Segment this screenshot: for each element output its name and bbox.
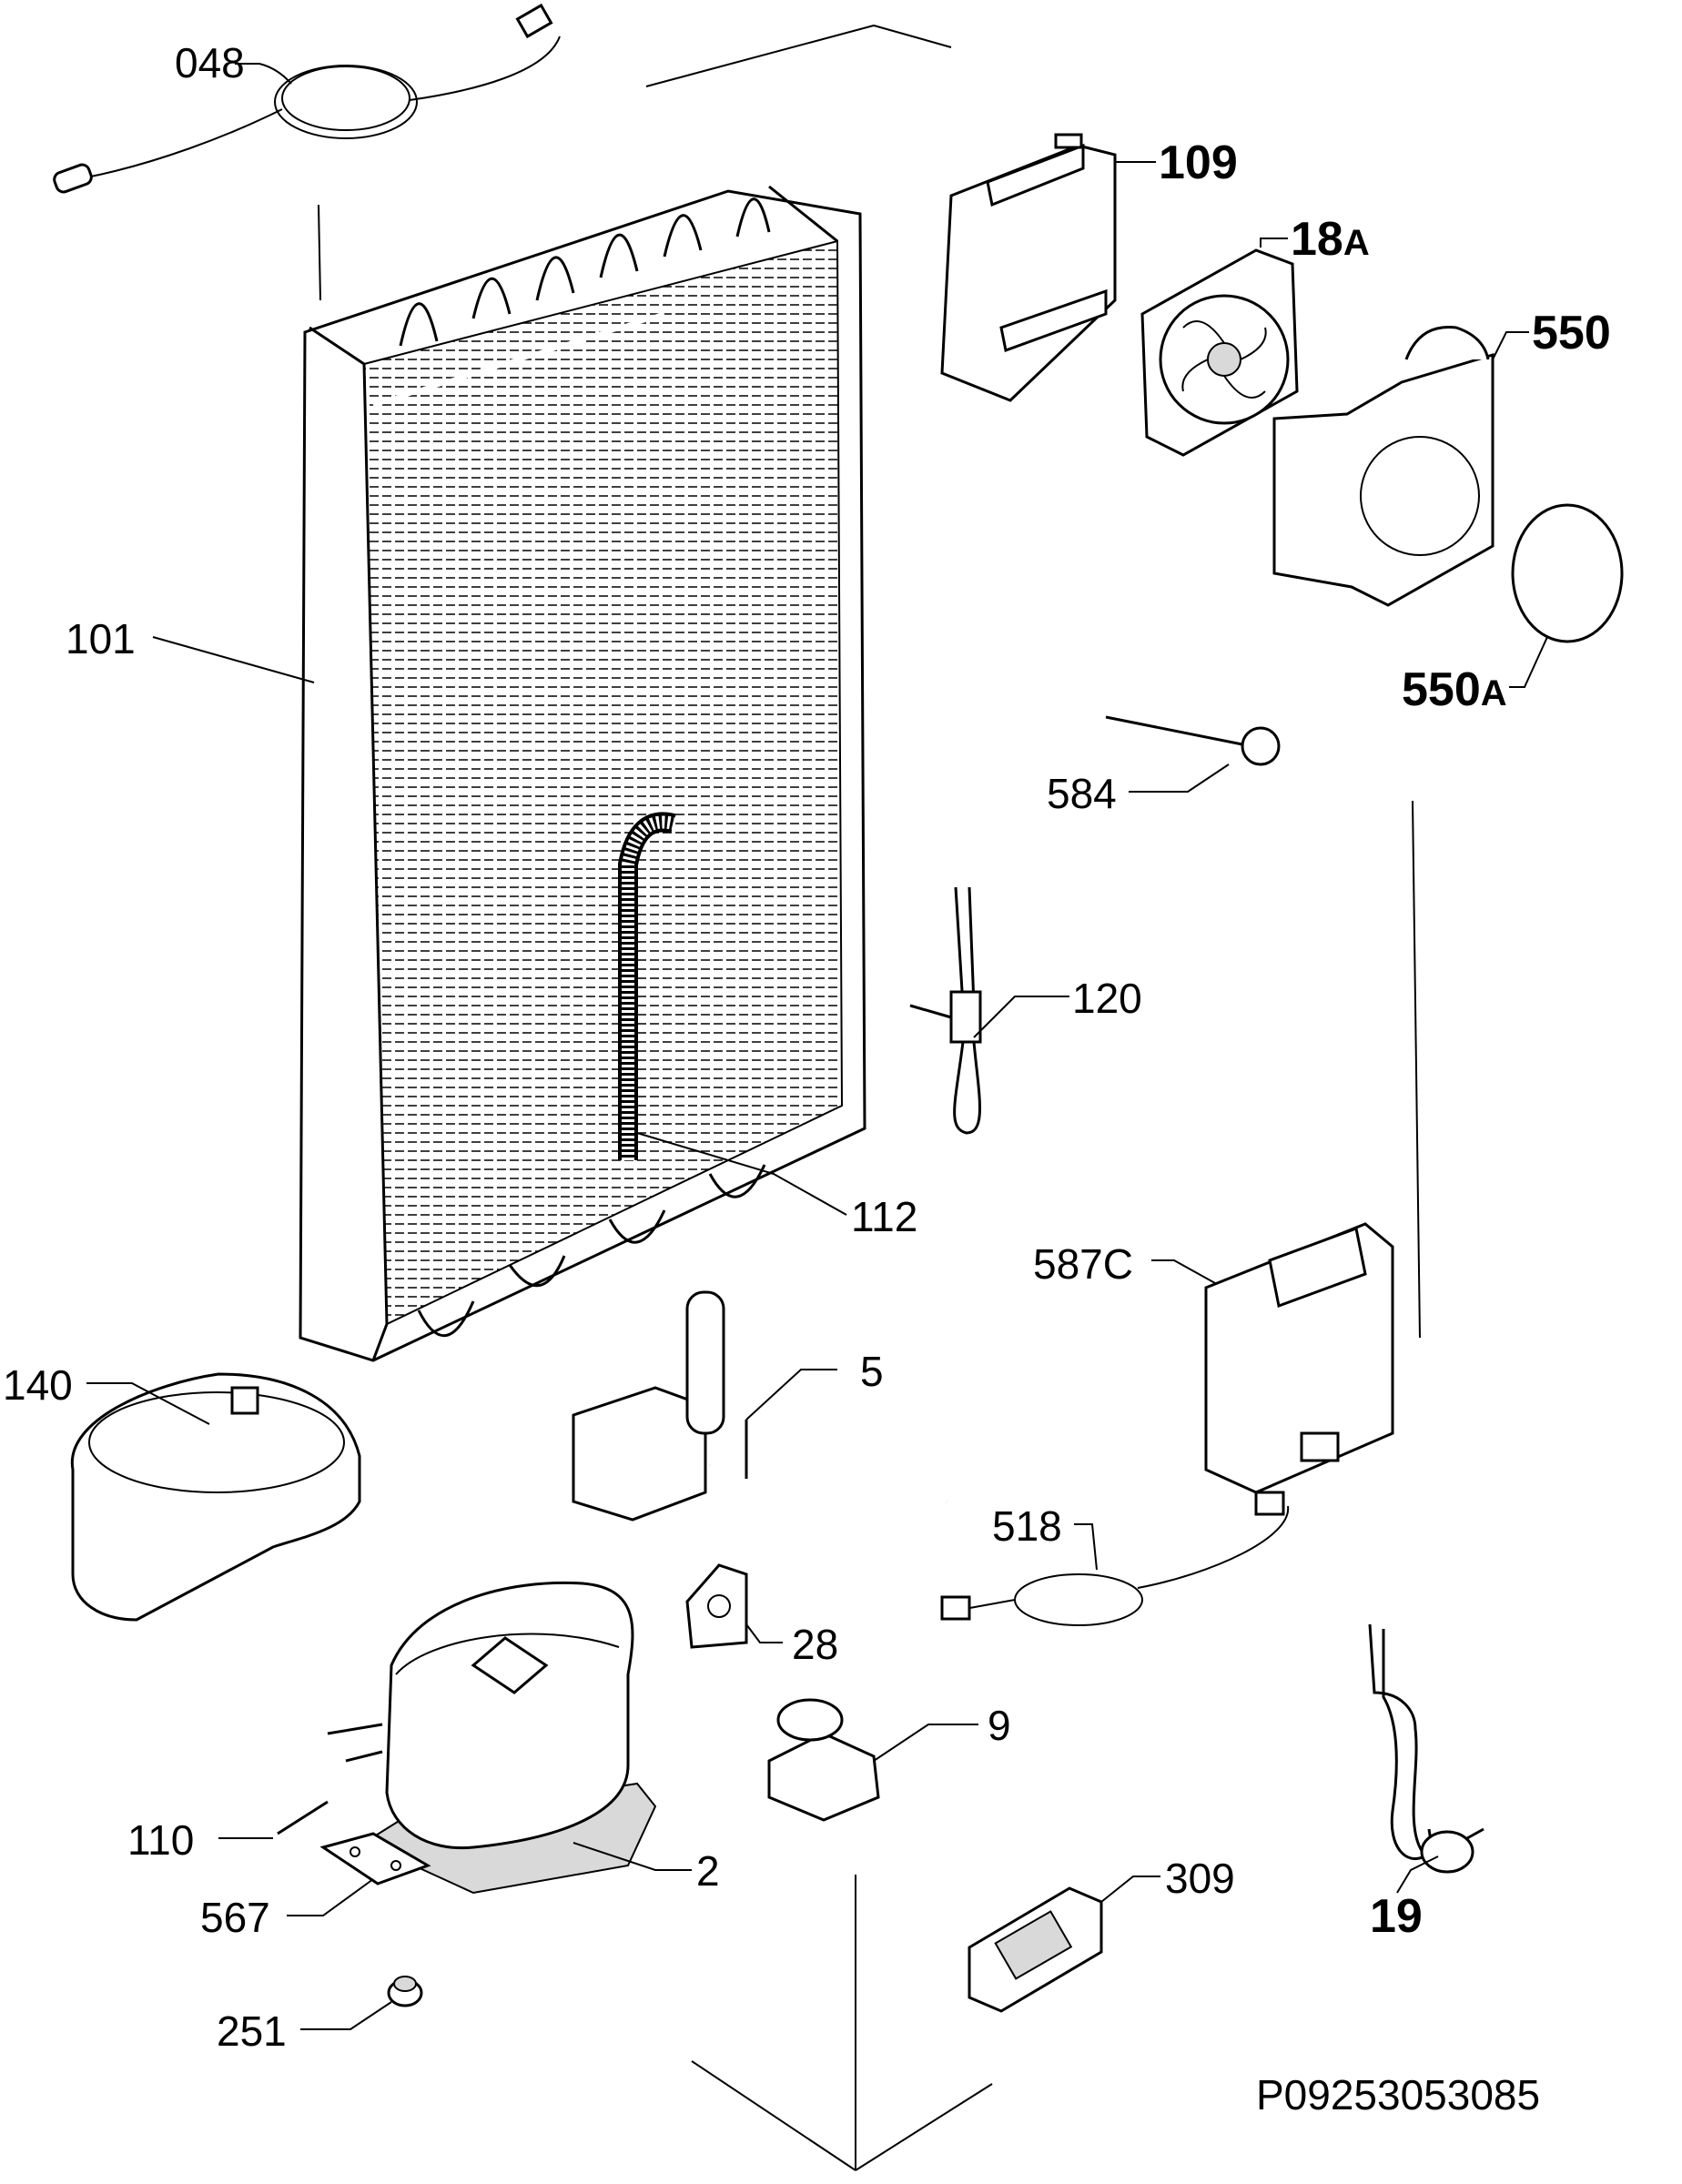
fan-housing-part — [940, 133, 1117, 402]
drip-tray-part — [70, 1372, 361, 1622]
harness-cable-part — [940, 1491, 1290, 1626]
cabinet-outline — [318, 25, 1421, 2171]
plate-part — [319, 1832, 431, 1886]
tube-part — [277, 1800, 329, 1835]
label-112: 112 — [851, 1193, 917, 1240]
compressor-part — [327, 1581, 657, 1895]
power-cord-part — [1368, 1623, 1484, 1874]
bracket-part — [767, 1698, 880, 1822]
label-18a: 18A — [1291, 213, 1370, 266]
part-labels: 048 109 18A 550 550A 101 584 120 112 587… — [3, 39, 1611, 2118]
label-518: 518 — [992, 1502, 1062, 1550]
label-110: 110 — [127, 1816, 194, 1864]
module-part — [968, 1886, 1103, 2013]
label-048: 048 — [175, 39, 245, 86]
label-28: 28 — [792, 1621, 838, 1668]
clip-part — [685, 1563, 748, 1649]
capillary-part — [909, 886, 982, 1135]
sensor-cable-part — [53, 3, 561, 194]
label-109: 109 — [1159, 136, 1238, 189]
leader-lines — [86, 63, 1548, 2030]
label-9: 9 — [988, 1702, 1011, 1749]
control-box-part — [1204, 1222, 1394, 1494]
label-2: 2 — [696, 1847, 720, 1895]
label-550: 550 — [1532, 307, 1611, 359]
label-550a: 550A — [1402, 663, 1507, 716]
label-567: 567 — [200, 1894, 270, 1941]
valve-part — [572, 1290, 947, 1522]
cover-part — [1272, 325, 1495, 607]
label-101: 101 — [66, 615, 136, 662]
label-309: 309 — [1165, 1855, 1235, 1902]
fan-part — [1140, 248, 1299, 457]
cover-disc-part — [1511, 503, 1624, 643]
label-587c: 587C — [1033, 1240, 1133, 1288]
grommet-part — [387, 1976, 423, 2007]
label-251: 251 — [217, 2007, 287, 2055]
condenser-part — [299, 185, 866, 1362]
label-5: 5 — [860, 1348, 884, 1395]
label-120: 120 — [1072, 975, 1142, 1022]
label-584: 584 — [1047, 770, 1117, 817]
label-19: 19 — [1370, 1890, 1423, 1943]
label-140: 140 — [3, 1361, 73, 1409]
reference-code: P09253053085 — [1256, 2071, 1540, 2118]
probe-part — [1105, 715, 1281, 766]
